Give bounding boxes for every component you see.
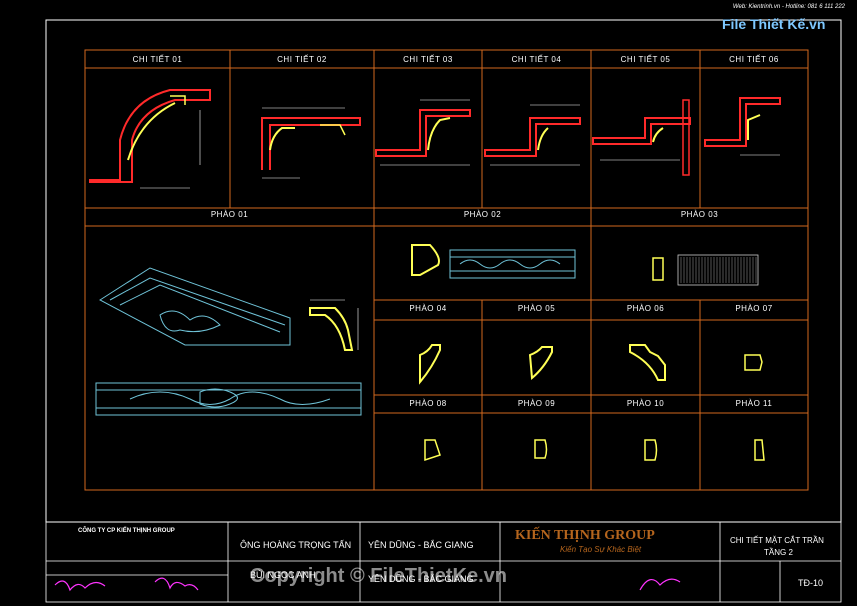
header-chi-tiet-03: CHI TIẾT 03	[403, 55, 453, 64]
header-phao-06: PHÀO 06	[626, 304, 665, 313]
owner-name: ÔNG HOÀNG TRỌNG TẤN	[240, 540, 352, 550]
header-chi-tiet-04: CHI TIẾT 04	[511, 55, 562, 64]
header-phao-03: PHÀO 03	[680, 210, 719, 219]
header-phao-05: PHÀO 05	[517, 304, 556, 313]
phao-01-profile	[309, 299, 359, 351]
location-1: YÊN DŨNG - BẮC GIANG	[368, 540, 474, 550]
header-phao-08: PHÀO 08	[409, 399, 447, 408]
phao-02-drawing	[411, 244, 576, 279]
phao-01-drawing	[95, 267, 362, 416]
phao-06-profile	[629, 344, 666, 381]
phao-08-profile	[424, 439, 441, 462]
site-logo: File Thiết Kế.vn	[722, 16, 826, 32]
phao-05-profile	[528, 346, 553, 380]
detail-06-drawing	[704, 97, 781, 156]
drawing-title-2: TẦNG 2	[764, 548, 793, 557]
company-name: CÔNG TY CP KIẾN THỊNH GROUP	[78, 528, 175, 534]
signature-marks	[54, 577, 681, 592]
drawing-title-1: CHI TIẾT MẶT CẮT TRẦN	[730, 536, 824, 545]
header-phao-10: PHÀO 10	[626, 399, 665, 408]
phao-07-profile	[744, 354, 763, 371]
title-block-frame	[45, 521, 842, 603]
brand-name: KIẾN THỊNH GROUP	[515, 528, 655, 543]
header-chi-tiet-06: CHI TIẾT 06	[729, 55, 779, 64]
header-chi-tiet-02: CHI TIẾT 02	[277, 55, 327, 64]
location-2: YÊN DŨNG - BẮC GIANG	[368, 574, 474, 584]
header-phao-02: PHÀO 02	[463, 210, 502, 219]
phao-10-profile	[644, 439, 658, 461]
header-chi-tiet-05: CHI TIẾT 05	[620, 55, 671, 64]
detail-03-drawing	[375, 99, 471, 166]
watermark: Copyright © FileThietKe.vn	[250, 565, 507, 587]
brand-slogan: Kiến Tạo Sự Khác Biệt	[560, 545, 642, 554]
detail-02-drawing	[261, 107, 361, 179]
header-phao-07: PHÀO 07	[735, 304, 773, 313]
header-phao-11: PHÀO 11	[735, 399, 773, 408]
detail-01-drawing	[89, 89, 211, 189]
header-chi-tiet-01: CHI TIẾT 01	[132, 55, 183, 64]
header-phao-04: PHÀO 04	[409, 304, 447, 313]
sheet-number: TĐ-10	[798, 578, 824, 588]
detail-05-drawing	[592, 99, 691, 176]
phao-09-profile	[534, 439, 548, 459]
site-web-line: Web: Kientrinh.vn - Hotline: 081 6 111 2…	[732, 4, 845, 10]
phao-04-profile	[419, 344, 441, 385]
header-phao-09: PHÀO 09	[517, 399, 556, 408]
phao-11-profile	[754, 439, 765, 461]
header-phao-01: PHÀO 01	[210, 210, 249, 219]
detail-04-drawing	[484, 104, 581, 166]
sheet-border	[45, 19, 842, 523]
designer-name: BÙI NGỌC ANH	[250, 570, 316, 580]
phao-03-drawing	[652, 254, 759, 286]
detail-grid	[84, 49, 809, 491]
